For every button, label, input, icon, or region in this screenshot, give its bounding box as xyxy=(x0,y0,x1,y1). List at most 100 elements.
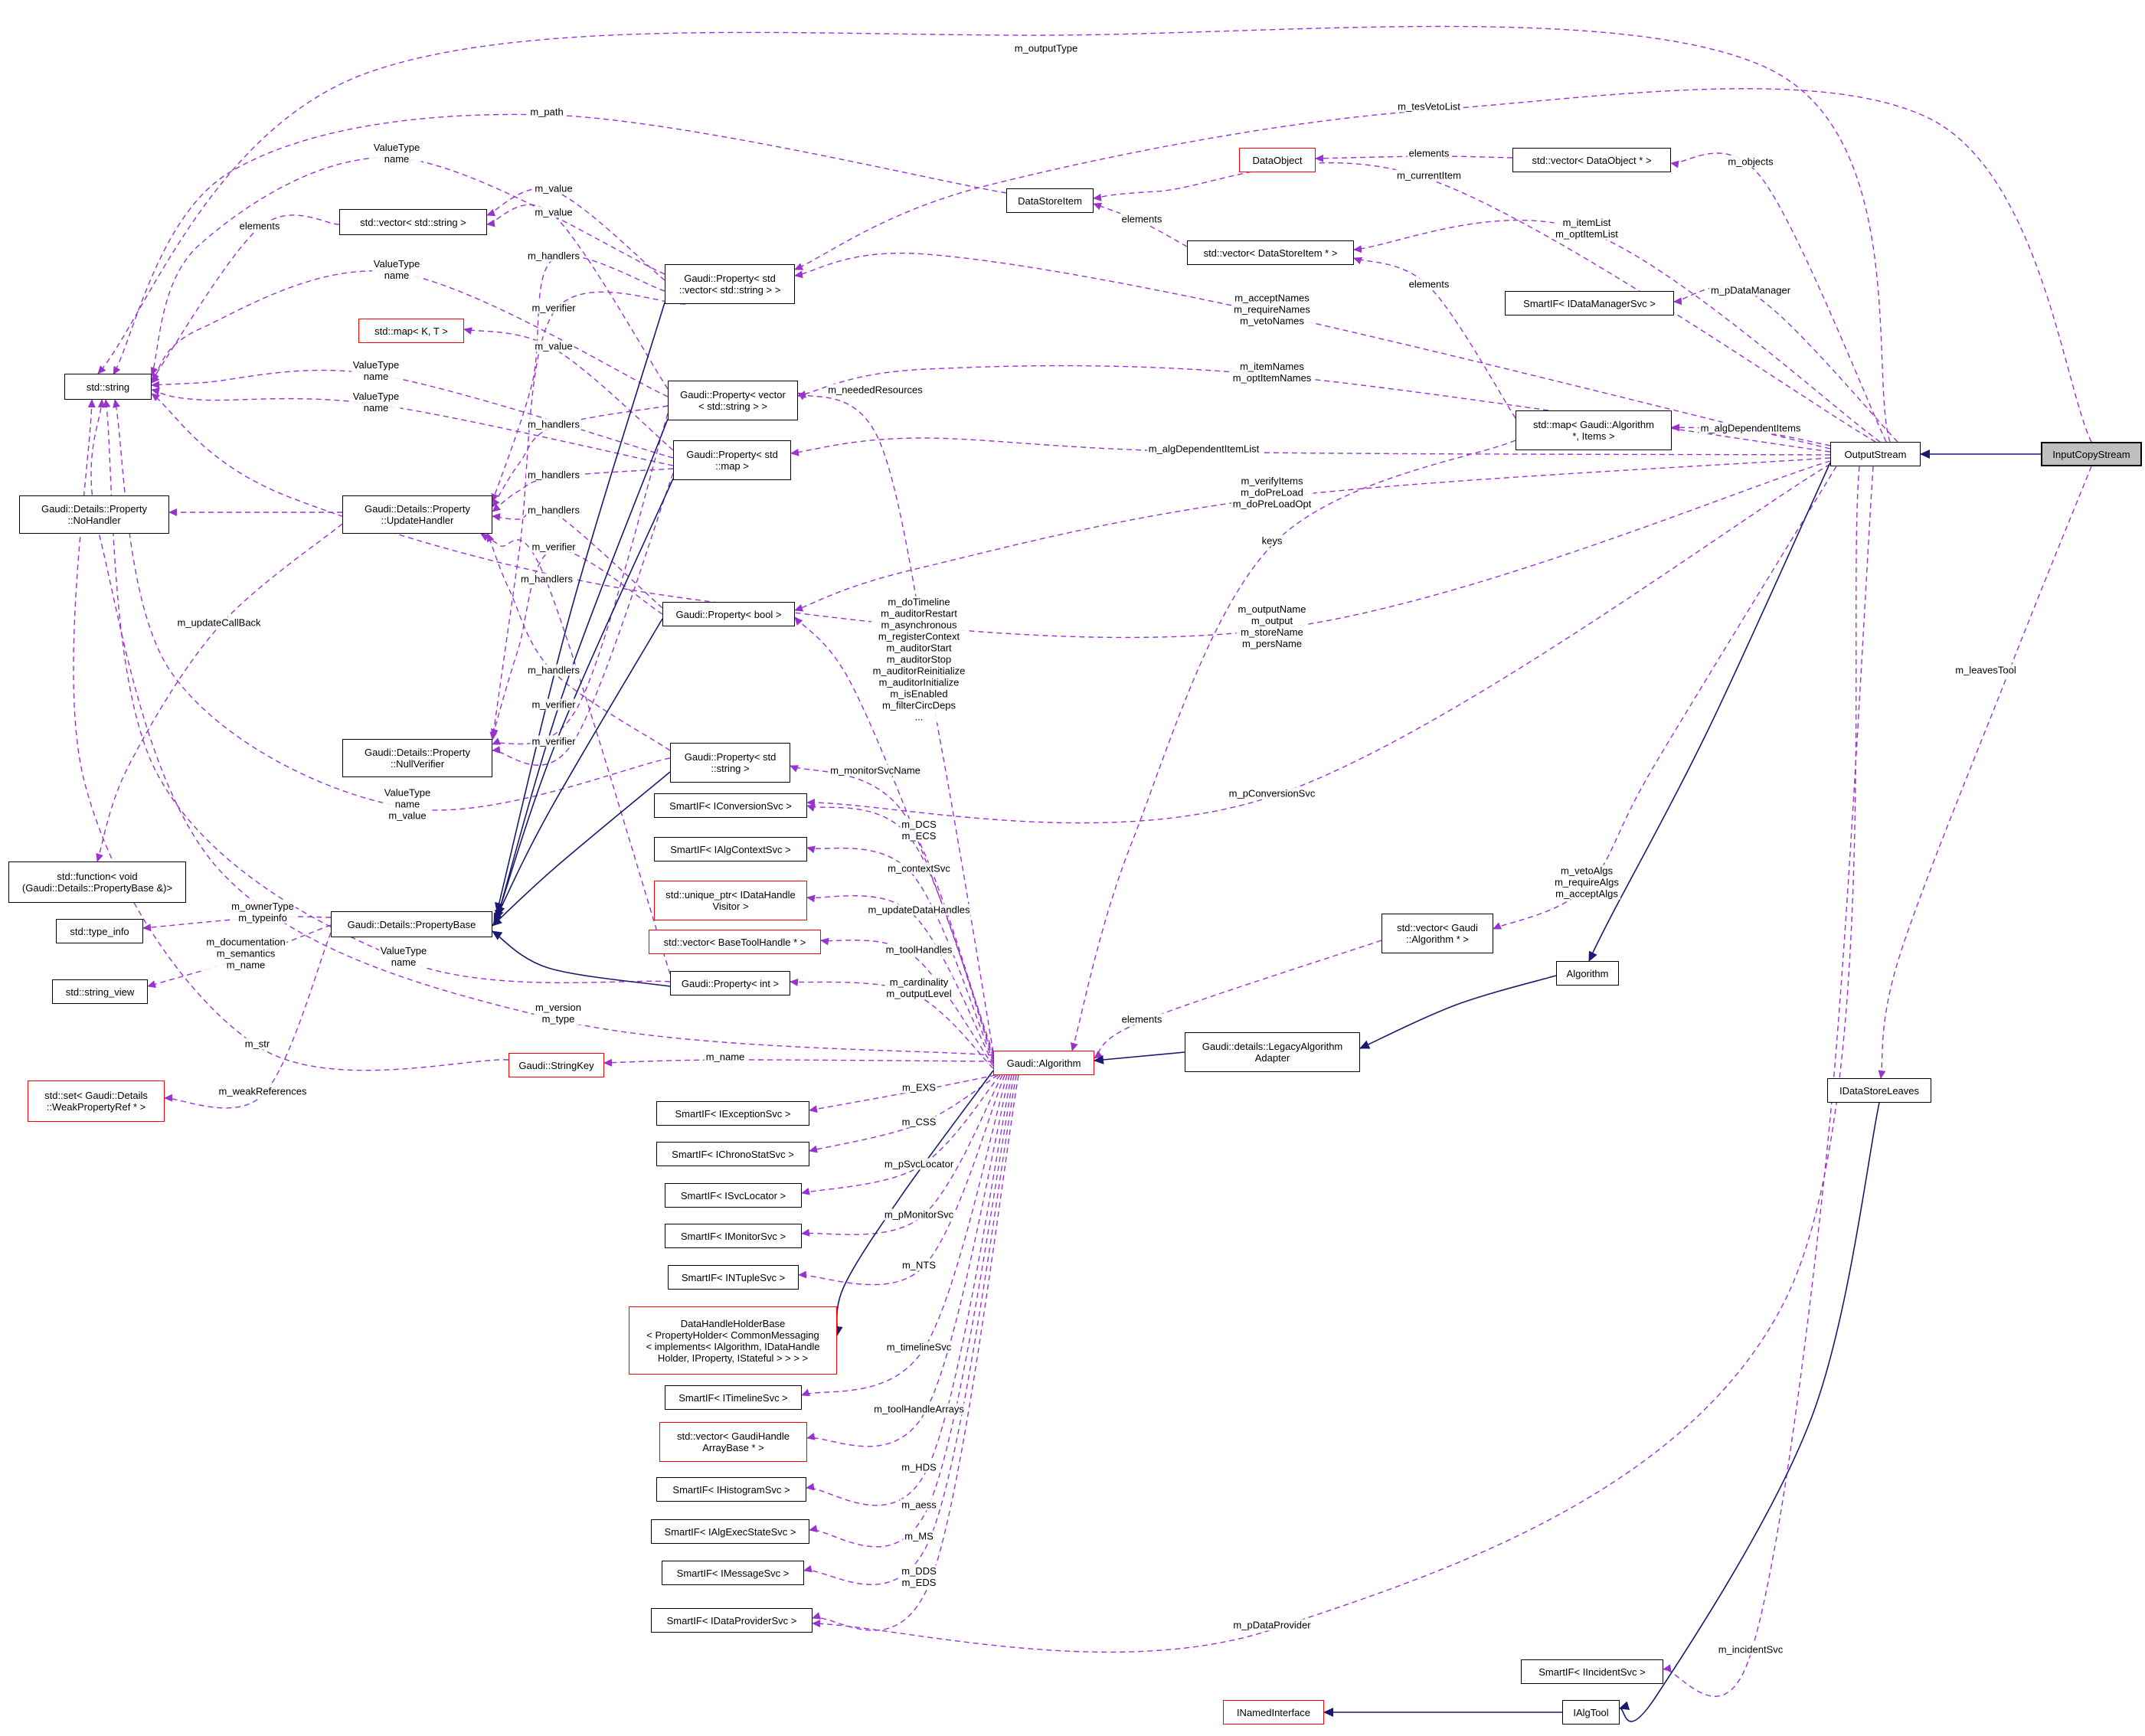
edge-gaudi-algorithm-to-stringkey xyxy=(603,1058,994,1067)
class-node-sm-iincidentsvc[interactable]: SmartIF< IIncidentSvc > xyxy=(1521,1659,1663,1684)
class-node-updatehandler[interactable]: Gaudi::Details::Property::UpdateHandler xyxy=(342,495,492,534)
edge-prop-int-to-string xyxy=(103,399,671,984)
class-node-prop-map[interactable]: Gaudi::Property< std::map > xyxy=(673,440,791,480)
edge-label-prop-string-to-updatehandler: m_handlers xyxy=(526,664,581,676)
class-node-vecstring[interactable]: std::vector< std::string > xyxy=(339,209,487,235)
class-node-label: Gaudi::Details::Property xyxy=(364,747,470,758)
edge-label-inputcopystream-to-idatastoreleaves: m_leavesTool xyxy=(1954,664,2018,676)
class-node-sm-ialgcontextsvc[interactable]: SmartIF< IAlgContextSvc > xyxy=(654,837,807,861)
edge-label-map-alg-items-to-vec-datastoreitem: elements xyxy=(1407,278,1451,290)
class-node-prop-int[interactable]: Gaudi::Property< int > xyxy=(670,971,790,996)
edge-vec-gaudi-algorithm-to-gaudi-algorithm xyxy=(1094,940,1382,1059)
edge-label-outputstream-to-prop-map: m_algDependentItemList xyxy=(1146,443,1261,455)
edge-legacy-adapter-to-gaudi-algorithm xyxy=(1094,1051,1185,1064)
class-node-label: < implements< IAlgorithm, IDataHandle xyxy=(646,1340,820,1352)
class-node-sm-idatamanagersvc[interactable]: SmartIF< IDataManagerSvc > xyxy=(1505,291,1674,315)
class-node-label: SmartIF< IExceptionSvc > xyxy=(675,1107,791,1120)
class-node-label: ::map > xyxy=(715,460,749,472)
class-node-propertybase[interactable]: Gaudi::Details::PropertyBase xyxy=(331,911,492,937)
class-node-sm-itimelinesvc[interactable]: SmartIF< ITimelineSvc > xyxy=(665,1385,802,1410)
edge-label-outputstream-to-sm-iincidentsvc: m_incidentSvc xyxy=(1716,1643,1785,1656)
edge-label-gaudi-algorithm-to-sm-ichronostatsvc: m_CSS xyxy=(900,1116,938,1128)
class-node-label: SmartIF< ITimelineSvc > xyxy=(678,1391,788,1404)
class-node-prop-bool[interactable]: Gaudi::Property< bool > xyxy=(662,602,795,626)
edge-map-alg-items-to-vec-datastoreitem xyxy=(1353,257,1516,419)
class-node-sm-intuplesvc[interactable]: SmartIF< INTupleSvc > xyxy=(668,1265,799,1290)
class-node-sm-iexceptionsvc[interactable]: SmartIF< IExceptionSvc > xyxy=(656,1101,809,1126)
edge-outputstream-to-prop-vecstr xyxy=(794,252,1831,450)
class-node-dataobject[interactable]: DataObject xyxy=(1239,148,1316,172)
class-node-label: Gaudi::Details::Property xyxy=(41,503,147,515)
class-node-prop-vecstr[interactable]: Gaudi::Property< std::vector< std::strin… xyxy=(665,264,795,304)
edge-label-gaudi-algorithm-to-sm-iconversionsvc: m_DCS m_ECS xyxy=(900,819,938,842)
edge-label-outputstream-to-map-alg-items: m_algDependentItems xyxy=(1699,422,1803,434)
edge-label-outputstream-to-string: m_outputName m_output m_storeName m_pers… xyxy=(1236,603,1308,649)
class-node-label: ::Algorithm * > xyxy=(1405,933,1469,945)
class-node-sm-iconversionsvc[interactable]: SmartIF< IConversionSvc > xyxy=(654,793,807,818)
class-node-datastoreitem[interactable]: DataStoreItem xyxy=(1006,188,1094,213)
class-node-label: Gaudi::Property< bool > xyxy=(675,608,782,620)
class-node-inamedinterface[interactable]: INamedInterface xyxy=(1223,1700,1324,1725)
class-node-vec-basetoolhandle[interactable]: std::vector< BaseToolHandle * > xyxy=(649,930,821,954)
edge-label-stringkey-to-string: m_str xyxy=(243,1038,272,1050)
class-node-prop-string[interactable]: Gaudi::Property< std::string > xyxy=(670,743,790,783)
edge-label-gaudi-algorithm-to-sm-imonitorsvc: m_pMonitorSvc xyxy=(882,1208,956,1221)
class-node-idatastoreleaves[interactable]: IDataStoreLeaves xyxy=(1827,1078,1931,1103)
class-node-label: SmartIF< IAlgExecStateSvc > xyxy=(664,1525,796,1538)
edge-label-prop-int-to-updatehandler: m_handlers xyxy=(519,573,574,585)
class-node-label: ::NoHandler xyxy=(67,515,121,526)
class-node-vec-gaudi-algorithm[interactable]: std::vector< Gaudi::Algorithm * > xyxy=(1381,914,1493,953)
edge-label-prop-map-to-string: ValueType name xyxy=(351,359,401,382)
edge-label-outputstream-to-vec-datastoreitem: m_itemList m_optItemList xyxy=(1554,217,1620,240)
class-node-nullverifier[interactable]: Gaudi::Details::Property::NullVerifier xyxy=(342,739,492,777)
edge-label-prop-bool-to-updatehandler: m_handlers xyxy=(526,504,581,516)
class-node-typeinfo[interactable]: std::type_info xyxy=(56,919,143,943)
edge-prop-bool-to-updatehandler xyxy=(492,506,663,609)
edge-label-datastoreitem-to-string: m_path xyxy=(528,106,565,118)
class-node-weakset[interactable]: std::set< Gaudi::Details::WeakPropertyRe… xyxy=(28,1081,165,1122)
class-node-sm-isvclocator[interactable]: SmartIF< ISvcLocator > xyxy=(665,1183,802,1208)
edge-label-gaudi-algorithm-to-sm-ialgexecstatesvc: m_aess xyxy=(900,1499,938,1511)
class-node-label: IAlgTool xyxy=(1573,1706,1609,1718)
class-node-nohandler[interactable]: Gaudi::Details::Property::NoHandler xyxy=(19,495,169,534)
class-node-label: SmartIF< IDataProviderSvc > xyxy=(666,1614,797,1626)
class-node-map-alg-items[interactable]: std::map< Gaudi::Algorithm*, Items > xyxy=(1516,410,1672,450)
edge-label-prop-vector-to-updatehandler: m_handlers xyxy=(526,418,581,430)
class-node-label: std::set< Gaudi::Details xyxy=(44,1090,148,1101)
class-node-string[interactable]: std::string xyxy=(64,374,152,400)
class-node-inputcopystream[interactable]: InputCopyStream xyxy=(2041,442,2142,466)
class-node-mapkt[interactable]: std::map< K, T > xyxy=(358,319,464,343)
class-node-sm-idataprovidersvc[interactable]: SmartIF< IDataProviderSvc > xyxy=(651,1608,813,1633)
class-node-label: ::WeakPropertyRef * > xyxy=(46,1101,146,1113)
class-node-sm-ichronostatsvc[interactable]: SmartIF< IChronoStatSvc > xyxy=(656,1142,809,1166)
edge-label-propertybase-to-stringview: m_documentation m_semantics m_name xyxy=(204,936,287,971)
edge-label-gaudi-algorithm-to-stringkey: m_name xyxy=(704,1051,747,1063)
class-node-function[interactable]: std::function< void(Gaudi::Details::Prop… xyxy=(8,861,186,903)
class-node-dhholderbase[interactable]: DataHandleHolderBase< PropertyHolder< Co… xyxy=(629,1306,837,1375)
class-node-vec-dataobject[interactable]: std::vector< DataObject * > xyxy=(1512,148,1671,172)
class-node-outputstream[interactable]: OutputStream xyxy=(1830,442,1921,466)
edge-label-inputcopystream-to-prop-vecstr: m_tesVetoList xyxy=(1396,100,1462,113)
class-node-stringview[interactable]: std::string_view xyxy=(52,979,148,1004)
class-node-sm-ihistogramsvc[interactable]: SmartIF< IHistogramSvc > xyxy=(656,1477,806,1502)
class-node-gaudi-algorithm[interactable]: Gaudi::Algorithm xyxy=(993,1051,1094,1075)
edge-outputstream-to-vec-gaudi-algorithm xyxy=(1493,466,1837,930)
class-node-sm-imessagesvc[interactable]: SmartIF< IMessageSvc > xyxy=(662,1561,804,1585)
edge-prop-vector-to-nullverifier xyxy=(492,413,669,745)
edge-outputstream-to-algorithm xyxy=(1588,462,1831,962)
class-node-label: Gaudi::Details::Property xyxy=(364,503,470,515)
class-node-vec-datastoreitem[interactable]: std::vector< DataStoreItem * > xyxy=(1187,240,1354,265)
edge-outputstream-to-vec-dataobject xyxy=(1670,152,1887,443)
class-node-label: < std::string > > xyxy=(698,400,767,412)
class-node-stringkey[interactable]: Gaudi::StringKey xyxy=(508,1053,604,1077)
edge-label-prop-map-to-nullverifier: m_verifier xyxy=(530,735,577,747)
class-node-algorithm[interactable]: Algorithm xyxy=(1556,961,1619,986)
class-node-prop-vector[interactable]: Gaudi::Property< vector< std::string > > xyxy=(668,381,798,420)
edge-prop-vector-to-updatehandler xyxy=(492,405,669,508)
class-node-sm-ialgexecstatesvc[interactable]: SmartIF< IAlgExecStateSvc > xyxy=(651,1519,809,1544)
class-node-ialgtool[interactable]: IAlgTool xyxy=(1562,1700,1620,1725)
class-node-sm-imonitorsvc[interactable]: SmartIF< IMonitorSvc > xyxy=(665,1224,802,1248)
